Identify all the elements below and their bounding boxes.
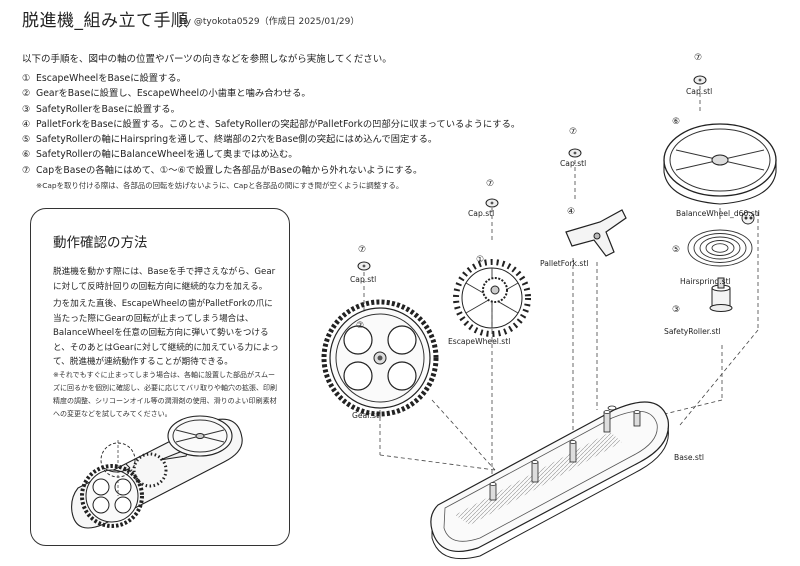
svg-text:EscapeWheel.stl: EscapeWheel.stl (448, 337, 510, 346)
svg-text:⑦: ⑦ (486, 179, 494, 189)
svg-text:⑥: ⑥ (672, 117, 680, 127)
svg-text:Hairspring.stl: Hairspring.stl (680, 277, 731, 286)
assembled-illustration (71, 415, 243, 529)
check-title: 動作確認の方法 (53, 235, 148, 251)
svg-text:①: ① (476, 255, 484, 265)
svg-text:④: ④ (567, 207, 575, 217)
svg-text:⑦: ⑦ (694, 53, 702, 63)
balance-wheel-part (663, 123, 777, 205)
cap-parts (357, 75, 707, 271)
svg-text:⑤: ⑤ (672, 245, 680, 255)
svg-text:Cap.stl: Cap.stl (686, 87, 712, 96)
check-paragraph: 力を加えた直後、EscapeWheelの歯がPalletForkの爪に当たった際… (53, 299, 279, 368)
svg-text:Base.stl: Base.stl (674, 453, 704, 462)
escape-wheel-part (453, 259, 531, 337)
check-box: 動作確認の方法 脱進機を動かす際には、Baseを手で押さえながら、Gearに対し… (30, 208, 290, 546)
svg-text:Cap.stl: Cap.stl (560, 159, 586, 168)
intro-text: 以下の手順を、図中の軸の位置やパーツの向きなどを参照しながら実施してください。 (22, 54, 392, 65)
svg-text:Gear.stl: Gear.stl (352, 411, 381, 420)
page-title: 脱進機_組み立て手順 (22, 11, 189, 31)
svg-text:⑦: ⑦ (569, 127, 577, 137)
svg-text:SafetyRoller.stl: SafetyRoller.stl (664, 327, 721, 336)
part-labels: ⑦ Cap.stl ⑦ Cap.stl ⑦ Cap.stl ⑦ Cap.stl … (350, 53, 760, 462)
assembly-guides (363, 86, 759, 485)
svg-text:⑦: ⑦ (358, 245, 366, 255)
hairspring-part (687, 211, 755, 267)
safety-roller-part (709, 277, 733, 312)
svg-text:②: ② (356, 321, 364, 331)
svg-text:Cap.stl: Cap.stl (468, 209, 494, 218)
svg-text:Cap.stl: Cap.stl (350, 275, 376, 284)
svg-text:BalanceWheel_d60.stl: BalanceWheel_d60.stl (676, 209, 760, 218)
gear-part (321, 299, 439, 417)
check-paragraph: 脱進機を動かす際には、Baseを手で押さえながら、Gearに対して反時計回りの回… (53, 267, 276, 292)
pallet-fork-part (565, 209, 627, 257)
svg-text:PalletFork.stl: PalletFork.stl (540, 259, 588, 268)
svg-text:③: ③ (672, 305, 680, 315)
cap-note: ※Capを取り付ける際は、各部品の回転を妨げないように、Capと各部品の間にすき… (36, 181, 404, 190)
base-part (430, 401, 670, 560)
check-footnote: ※それでもすぐに止まってしまう場合は、各軸に設置した部品がスムーズに回るかを個別… (53, 371, 277, 418)
author-byline: by @tyokota0529（作成日 2025/01/29） (180, 17, 360, 27)
